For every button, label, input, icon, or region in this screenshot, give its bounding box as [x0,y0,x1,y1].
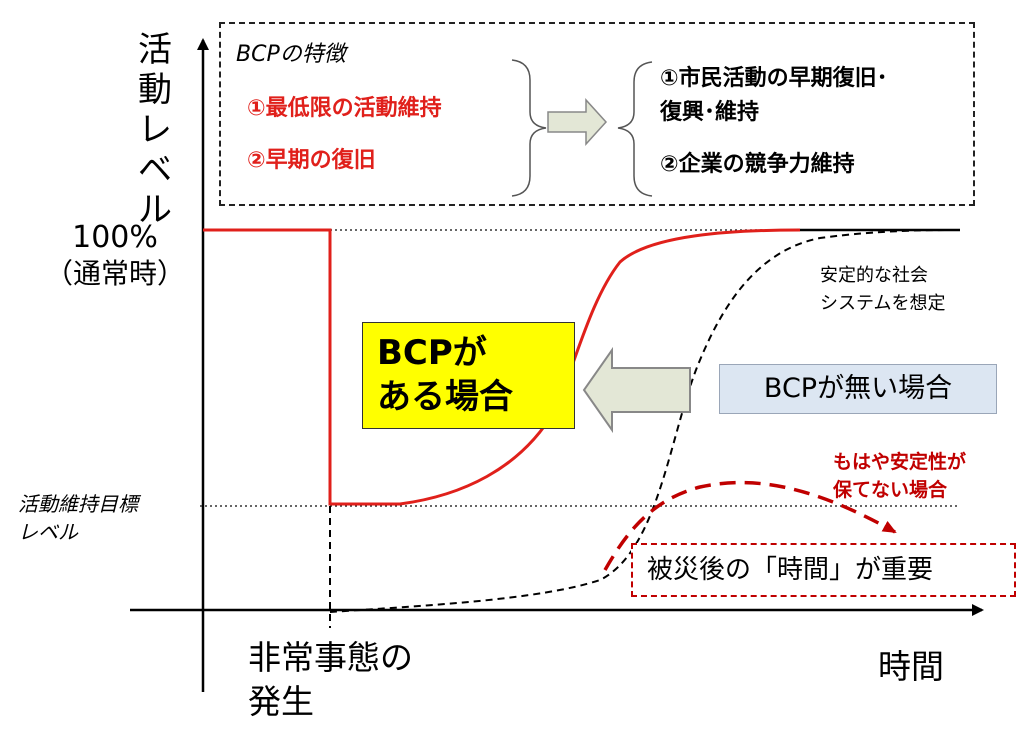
y-axis-label-char: ベ [138,150,172,190]
left-brace [511,59,547,197]
bcp-result-item: ①市民活動の早期復旧･ 復興･維持 [660,62,888,130]
target-level-line1: 活動維持目標 [18,492,138,516]
comparison-arrow-icon [582,346,691,434]
y-axis-label-char: ル [138,190,172,230]
normal-level-note: （通常時） [44,257,185,290]
event-label: 非常事態の 発生 [248,636,413,724]
target-level-label: 活動維持目標 レベル [18,490,138,546]
x-axis-label: 時間 [878,647,944,686]
unstable-note-line2: 保てない場合 [833,479,948,501]
event-label-line2: 発生 [248,682,314,721]
time-important-callout: 被災後の「時間」が重要 [631,543,1016,597]
normal-level-label: 100% （通常時） [40,220,190,292]
y-axis-label-char: 活 [138,30,172,70]
without-bcp-callout: BCPが無い場合 [719,364,997,414]
y-axis-label-char: 動 [138,70,172,110]
normal-level-value: 100% [72,220,158,255]
bcp-recovery-curve [203,228,801,506]
y-axis-label-char: レ [138,110,172,150]
unstable-note-line1: もはや安定性が [833,451,967,473]
target-level-line2: レベル [18,520,78,544]
bcp-features-title: BCPの特徴 [236,42,346,67]
bcp-features-box [219,22,975,206]
bcp-feature-item: ②早期の復旧 [247,148,376,173]
bcp-feature-item: ①最低限の活動維持 [247,96,442,121]
bcp-result-line1: ①市民活動の早期復旧･ [660,66,888,91]
no-bcp-recovery-curve [329,229,961,613]
stable-note-line1: 安定的な社会 [820,265,928,286]
stable-note-line2: システムを想定 [820,293,946,314]
right-brace [617,61,653,197]
with-bcp-line2: ある場合 [377,377,513,417]
bcp-result-line2: 復興･維持 [660,100,760,125]
y-axis-label: 活 動 レ ベ ル [135,30,175,230]
unstable-curve [603,480,897,571]
unstable-note: もはや安定性が 保てない場合 [833,448,966,504]
with-bcp-callout: BCPが ある場合 [362,322,575,429]
stable-system-note: 安定的な社会 システムを想定 [820,262,945,318]
result-arrow-icon [547,98,608,146]
event-label-line1: 非常事態の [248,638,413,677]
bcp-result-item: ②企業の競争力維持 [660,152,855,177]
with-bcp-line1: BCPが [377,333,487,373]
